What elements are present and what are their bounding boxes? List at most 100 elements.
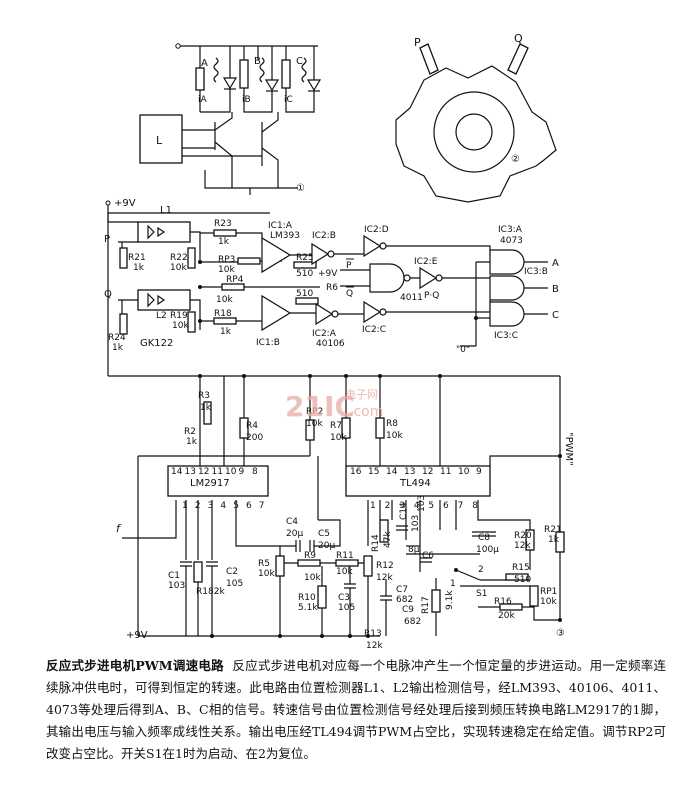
r13-value: 12k	[366, 641, 383, 651]
tlBot-pin: 8	[472, 501, 478, 511]
r8-value: 10k	[386, 431, 403, 441]
phase-c-label: C	[296, 56, 303, 67]
ic3b-label: IC3:B	[524, 267, 548, 277]
lm2917-label: LM2917	[190, 478, 230, 489]
circuit-diagram: A B C iA iB iC L ① P Q ② +9V L1	[104, 32, 574, 651]
r17-label: R17	[421, 596, 431, 614]
r25-value: 510	[296, 269, 313, 279]
r3-value: 1k	[200, 403, 212, 413]
r21b-label: R21	[544, 525, 562, 535]
tlTop-pin: 16	[350, 467, 362, 477]
r17-value: 9.1k	[445, 590, 455, 610]
r510-label: 510	[296, 289, 313, 299]
output-b-label: B	[552, 284, 559, 295]
cd4073-label: 4073	[500, 236, 523, 246]
gk122-label: GK122	[140, 338, 173, 349]
r13-label: R13	[364, 629, 382, 639]
r7-value: 10k	[330, 433, 347, 443]
r22-label: R22	[170, 253, 188, 263]
r21-label: R21	[128, 253, 146, 263]
r19-value: 10k	[172, 321, 189, 331]
ic2c-label: IC2:C	[362, 325, 386, 335]
figure-1-drive-circuit: A B C iA iB iC L ①	[139, 43, 322, 195]
watermark-main: 21IC	[285, 390, 355, 423]
ic1a-label: IC1:A	[268, 221, 293, 231]
r21-value: 1k	[133, 263, 145, 273]
lmBot-pin: 1	[182, 501, 188, 511]
tlTop-pin: 13	[404, 467, 415, 477]
lmTop-pin: 9	[239, 467, 245, 477]
figure-2-number: ②	[511, 154, 520, 165]
pin-103: 103	[417, 495, 427, 512]
r14-value: 47k	[383, 531, 393, 548]
ic2d-label: IC2:D	[364, 225, 389, 235]
output-c-label: C	[552, 310, 559, 321]
rp3-label: RP3	[218, 255, 235, 265]
r15-label: R15	[512, 563, 530, 573]
tlBot-pin: 4	[414, 501, 420, 511]
r23-label: R23	[214, 219, 232, 229]
c2-value: 105	[226, 579, 243, 589]
r10-label: R10	[298, 593, 316, 603]
figure-2-rotor: P Q ②	[395, 32, 557, 203]
ic3a-label: IC3:A	[498, 225, 523, 235]
watermark-logo: 21IC 电子网 .com	[285, 386, 395, 430]
c3-label: C3	[338, 593, 350, 603]
supply2-label: +9V	[318, 269, 338, 279]
sensor-p-label: P	[414, 36, 421, 49]
pwm-label: "PWM"	[563, 432, 574, 466]
r20-value: 12k	[514, 541, 531, 551]
r14-label: R14	[371, 534, 381, 552]
tlBot-pin: 1	[370, 501, 376, 511]
s1-position-2: 2	[478, 565, 484, 575]
pq-label: P·Q	[424, 291, 439, 301]
c8-label: C8	[478, 533, 490, 543]
c1-label: C1	[168, 571, 180, 581]
r9-value: 10k	[304, 573, 321, 583]
lmTop-pin: 10	[225, 467, 237, 477]
supply-label: +9V	[114, 198, 136, 209]
c14-label: C14	[399, 502, 409, 520]
s1-label: S1	[476, 589, 487, 599]
r18-label: R18	[214, 309, 232, 319]
r9-label: R9	[304, 551, 316, 561]
r15-value: 510	[514, 575, 531, 585]
r2-label: R2	[184, 427, 196, 437]
rp1-value: 10k	[540, 597, 557, 607]
r10-value: 5.1k	[298, 603, 318, 613]
r5-label: R5	[258, 559, 270, 569]
r16-value: 20k	[498, 611, 515, 621]
sensor-q-label: Q	[514, 32, 523, 45]
r5-value: 10k	[258, 569, 275, 579]
tlBot-pin: 7	[458, 501, 464, 511]
tl494-label: TL494	[399, 478, 431, 489]
c9-label: C9	[402, 605, 414, 615]
c7-value: 682	[396, 595, 413, 605]
ic3c-label: IC3:C	[494, 331, 518, 341]
qbar-label: Q	[346, 289, 353, 299]
output-a-label: A	[552, 258, 559, 269]
caption-title: 反应式步进电机PWM调速电路	[46, 658, 224, 673]
watermark-url: .com	[349, 404, 383, 420]
r4-label: R4	[246, 421, 258, 431]
current-c-label: iC	[284, 95, 293, 105]
q-input-label: Q	[104, 289, 112, 300]
watermark-sub: 电子网	[345, 388, 378, 401]
tlTop-pin: 10	[458, 467, 470, 477]
lmBot-pin: 4	[220, 501, 226, 511]
l1-label: L1	[160, 205, 172, 216]
figure-caption: 反应式步进电机PWM调速电路 反应式步进电机对应每一个电脉冲产生一个恒定量的步进…	[46, 655, 666, 765]
r22-value: 10k	[170, 263, 187, 273]
r25-label: R25	[296, 253, 314, 263]
r4-value: 200	[246, 433, 263, 443]
phase-a-label: A	[201, 58, 208, 69]
cd40106-label: 40106	[316, 339, 345, 349]
vcc-label: +9V	[126, 630, 148, 641]
lmTop-pin: 14	[171, 467, 183, 477]
ic2a-label: IC2:A	[312, 329, 337, 339]
l2-label: L2	[156, 311, 167, 321]
r24-value: 1k	[112, 343, 124, 353]
r24-label: R24	[108, 333, 126, 343]
box-l-label: L	[156, 134, 163, 147]
figure-3-control-circuit: +9V L1 P R21 1k R22 10k R23 1k RP3 10k I…	[104, 198, 574, 651]
